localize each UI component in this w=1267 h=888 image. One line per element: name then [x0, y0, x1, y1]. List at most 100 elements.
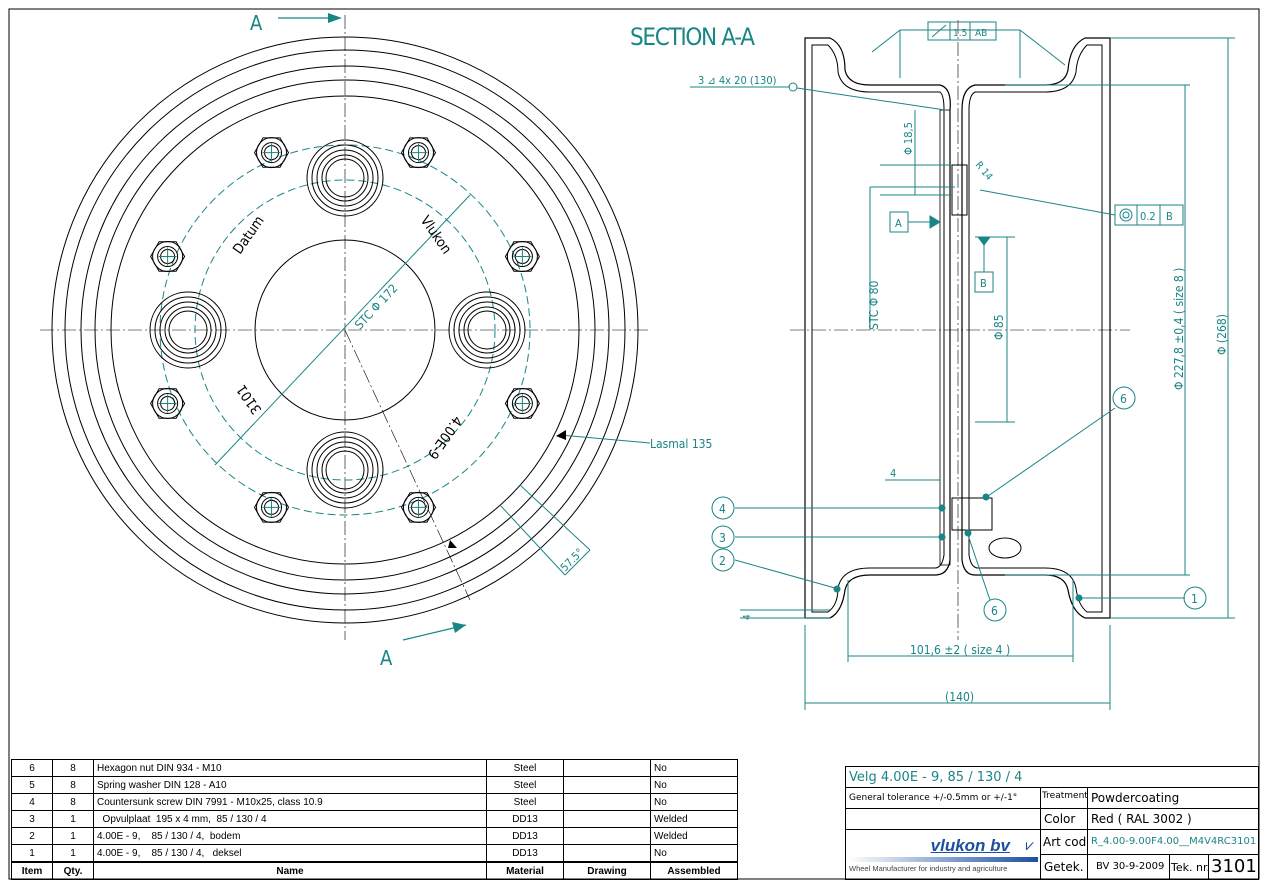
- artcode-value: R_4.00-9.00F4.00__M4V4RC3101: [1087, 829, 1259, 855]
- bom-cell-drawing: [563, 827, 651, 845]
- bom-cell-qty: 8: [52, 793, 94, 811]
- company-name: vlukon bv: [930, 836, 1010, 855]
- datum-b: B: [980, 277, 987, 290]
- bom-cell-qty: 1: [52, 827, 94, 845]
- balloon-1: 1: [1191, 592, 1198, 606]
- bom-cell-name: Hexagon nut DIN 934 - M10: [93, 759, 487, 777]
- bom-cell-name: Opvulplaat 195 x 4 mm, 85 / 130 / 4: [93, 810, 487, 828]
- color-value: Red ( RAL 3002 ): [1087, 808, 1259, 830]
- dim-d18-5: Φ 18,5: [902, 122, 915, 155]
- treatment-label: Treatment: [1040, 787, 1088, 809]
- bom-cell-name: Countersunk screw DIN 7991 - M10x25, cla…: [93, 793, 487, 811]
- header-item: Item: [11, 861, 53, 880]
- title-block: Velg 4.00E - 9, 85 / 130 / 4 General tol…: [845, 766, 1259, 880]
- bom-cell-name: 4.00E - 9, 85 / 130 / 4, bodem: [93, 827, 487, 845]
- balloon-6-top: 6: [1120, 392, 1127, 406]
- section-arrow-bottom: [452, 622, 466, 633]
- hex-nut-icon: [504, 387, 540, 419]
- hub-holes: [149, 139, 526, 509]
- company-tagline: Wheel Manufacturer for industry and agri…: [849, 864, 1008, 873]
- bom-cell-material: Steel: [486, 776, 564, 794]
- drawing-title: Velg 4.00E - 9, 85 / 130 / 4: [845, 766, 1259, 788]
- drawing-number-label: Tek. nr.: [1169, 854, 1209, 880]
- hex-nut-icon: [400, 137, 437, 169]
- bom-cell-qty: 1: [52, 844, 94, 863]
- bom-cell-assembled: No: [650, 844, 738, 863]
- rim-outer-circle: [51, 36, 639, 624]
- hex-nut-icon: [504, 241, 540, 273]
- general-tolerance: General tolerance +/-0.5mm or +/-1°: [845, 787, 1041, 809]
- header-qty: Qty.: [52, 861, 94, 880]
- treatment-value: Powdercoating: [1087, 787, 1259, 809]
- bom-cell-material: DD13: [486, 844, 564, 863]
- bom-cell-qty: 8: [52, 776, 94, 794]
- bom-cell-qty: 1: [52, 810, 94, 828]
- rim-half-right: [961, 37, 1111, 619]
- bom-cell-item: 5: [11, 776, 53, 794]
- bom-cell-material: Steel: [486, 793, 564, 811]
- bom-cell-drawing: [563, 844, 651, 863]
- concentricity-tolerance: 0.2: [1140, 210, 1156, 223]
- runout-tolerance: 1.5: [953, 28, 967, 39]
- weld-symbol: 3 ⊿ 4x 20 (130): [698, 74, 777, 87]
- bom-cell-material: Steel: [486, 759, 564, 777]
- hex-nut-icon: [400, 491, 437, 523]
- dim-d268: Φ (268): [1215, 314, 1229, 355]
- bom-cell-drawing: [563, 793, 651, 811]
- bom-cell-name: Spring washer DIN 128 - A10: [93, 776, 487, 794]
- stc-dim-line: [214, 194, 471, 466]
- balloon-3: 3: [719, 531, 726, 545]
- dim-stc80: STC Φ 80: [867, 280, 881, 330]
- header-assembled: Assembled: [650, 861, 738, 880]
- section-title: SECTION A-A: [630, 23, 755, 51]
- engraving-size: 4.00E-9: [424, 413, 465, 462]
- drawn-value: BV 30-9-2009: [1087, 854, 1170, 880]
- hex-nut-icon: [150, 241, 186, 273]
- balloon-6-bottom: 6: [991, 604, 998, 618]
- drawn-label: Getek.: [1040, 854, 1088, 880]
- logo-bar: [848, 857, 1038, 862]
- bom-cell-assembled: Welded: [650, 827, 738, 845]
- balloon-2: 2: [719, 554, 726, 568]
- section-label-top: A: [250, 11, 263, 35]
- bom-header-row: Item Qty. Name Material Drawing Assemble…: [11, 861, 738, 880]
- dim-r14: R 14: [973, 160, 995, 183]
- dim-thickness-4: 4: [890, 467, 896, 480]
- section-arrow-top: [328, 13, 342, 23]
- center-bore: [254, 239, 436, 421]
- datum-a: A: [895, 217, 902, 230]
- bom-cell-assembled: Welded: [650, 810, 738, 828]
- bom-cell-item: 4: [11, 793, 53, 811]
- filler-plate: [939, 109, 951, 566]
- stc-label: STC Φ 172: [352, 281, 401, 332]
- bom-cell-drawing: [563, 759, 651, 777]
- hex-nut-icon: [150, 387, 186, 419]
- hex-nut-icon: [253, 137, 290, 169]
- bom-cell-material: DD13: [486, 810, 564, 828]
- angle-dim: 57.5°: [558, 546, 586, 574]
- bom-cell-material: DD13: [486, 827, 564, 845]
- bom-cell-name: 4.00E - 9, 85 / 130 / 4, deksel: [93, 844, 487, 863]
- logo-mark-icon: ⩗: [1025, 836, 1034, 854]
- bom-cell-item: 2: [11, 827, 53, 845]
- dim-width-140: (140): [945, 690, 974, 704]
- bom-cell-drawing: [563, 810, 651, 828]
- bom-cell-item: 1: [11, 844, 53, 863]
- section-view: [690, 20, 1235, 710]
- engraving-3101: 3101: [234, 381, 265, 416]
- bom-cell-item: 6: [11, 759, 53, 777]
- bolt-assembly: [951, 497, 993, 531]
- company-logo: vlukon bv ⩗ Wheel Manufacturer for indus…: [845, 829, 1041, 880]
- engraving-vlukon: Vlukon: [417, 213, 455, 257]
- bom-cell-assembled: No: [650, 776, 738, 794]
- section-label-bottom: A: [380, 646, 393, 670]
- front-view: [40, 13, 651, 641]
- header-material: Material: [486, 861, 564, 880]
